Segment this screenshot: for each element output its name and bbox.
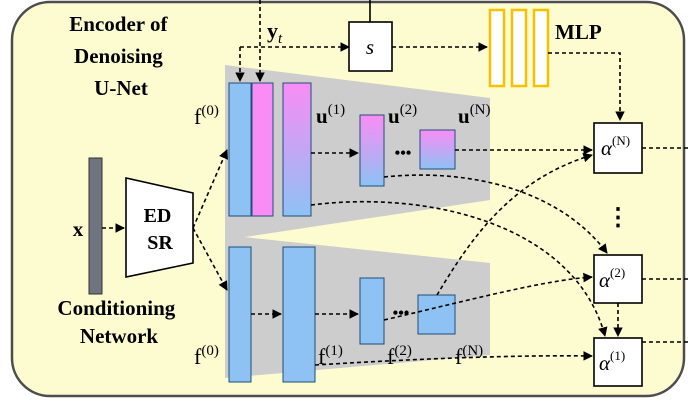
mlp-label: MLP (555, 20, 602, 44)
cond-ellipsis: ••• (393, 305, 410, 322)
edsr-block (125, 177, 194, 278)
cond-block-f0 (228, 246, 252, 383)
alpha-box-N (593, 122, 643, 174)
edsr-to-cond-arrow (192, 227, 228, 291)
unet-block-noise (251, 82, 274, 217)
edsr-label: ED SR (144, 205, 177, 254)
s-box (348, 21, 393, 72)
mlp-to-alpha-arrow (548, 52, 625, 121)
unet-block-u1 (359, 114, 385, 187)
alpha-1-label: α(1) (599, 348, 625, 375)
encoder-title: Encoder of Denoising U-Net (69, 12, 172, 100)
cond-block-f1 (282, 246, 316, 383)
cond-f2-label: f(2) (387, 343, 412, 369)
alpha-N-label: α(N) (601, 133, 630, 160)
u1-to-alpha2-arrow (383, 174, 608, 254)
cond-block-f2 (359, 277, 385, 345)
f1-to-alpha1-arrow (314, 351, 593, 366)
unet-u1-label: u(1) (316, 102, 345, 128)
alpha-vertical-dots: ⋮ (606, 205, 630, 231)
cond-f1-label: f(1) (318, 343, 343, 369)
alpha-box-2 (593, 254, 643, 304)
unet-uN-label: u(N) (458, 102, 491, 128)
x-label: x (73, 217, 84, 241)
u0-to-alpha1-arrow (310, 200, 608, 337)
cond-fN-label: f(N) (455, 343, 483, 369)
s-label: s (366, 35, 374, 59)
unet-block-uN (419, 129, 456, 170)
unet-ellipsis: ••• (395, 145, 412, 162)
unet-block-u0 (282, 82, 312, 217)
y-t-label: yt (267, 18, 283, 47)
cond-f0-label: f(0) (194, 343, 219, 369)
edsr-to-unet-arrow (192, 149, 228, 229)
alpha-box-1 (593, 337, 643, 387)
conditioning-title: Conditioning Network (57, 296, 180, 348)
x-input-bar (88, 157, 103, 295)
unet-f0-label: f(0) (194, 103, 219, 129)
mlp-block (488, 8, 550, 88)
fN-to-alphaN-arrow (436, 152, 593, 296)
unet-block-input (228, 82, 252, 217)
f2-to-alpha2-arrow (383, 272, 593, 321)
unet-u2-label: u(2) (388, 102, 417, 128)
cond-block-fN (417, 294, 456, 335)
alpha-2-label: α(2) (599, 265, 625, 292)
